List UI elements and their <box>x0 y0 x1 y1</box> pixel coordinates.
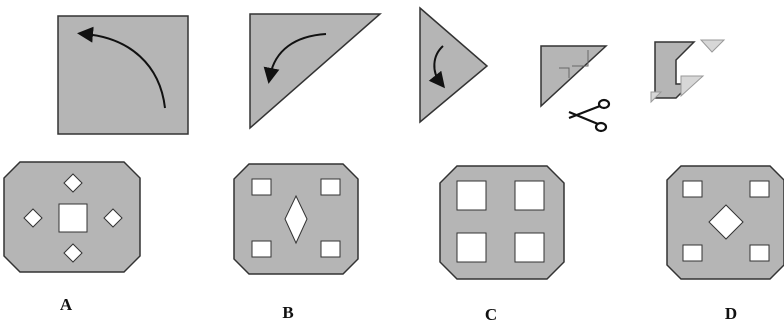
square-hole <box>515 233 544 262</box>
corner-square-hole <box>750 245 769 261</box>
fold-step-5 <box>651 40 724 102</box>
corner-square-hole <box>252 241 271 257</box>
option-label-b: B <box>282 303 293 322</box>
corner-square-hole <box>321 179 340 195</box>
corner-square-hole <box>750 181 769 197</box>
fold-step-2 <box>250 14 380 128</box>
square-hole <box>515 181 544 210</box>
fold-step-3 <box>420 8 487 122</box>
fold-step-1 <box>58 16 188 134</box>
scissors-icon <box>569 100 609 131</box>
option-b-figure[interactable] <box>234 164 358 274</box>
option-d-figure[interactable] <box>667 166 784 279</box>
option-label-a: A <box>60 295 73 314</box>
option-label-d: D <box>725 304 737 323</box>
square-hole <box>457 181 486 210</box>
corner-square-hole <box>683 245 702 261</box>
corner-square-hole <box>683 181 702 197</box>
option-a-figure[interactable] <box>4 162 140 272</box>
cut-corner-piece <box>681 76 703 96</box>
corner-square-hole <box>252 179 271 195</box>
corner-square-hole <box>321 241 340 257</box>
square-paper <box>58 16 188 134</box>
option-label-c: C <box>485 305 497 324</box>
folded-triangle-paper <box>541 46 606 106</box>
triangle-paper <box>250 14 380 128</box>
fold-step-4 <box>541 46 609 131</box>
center-square-hole <box>59 204 87 232</box>
cut-corner-piece <box>701 40 724 52</box>
small-triangle-paper <box>420 8 487 122</box>
square-hole <box>457 233 486 262</box>
option-c-figure[interactable] <box>440 166 564 279</box>
